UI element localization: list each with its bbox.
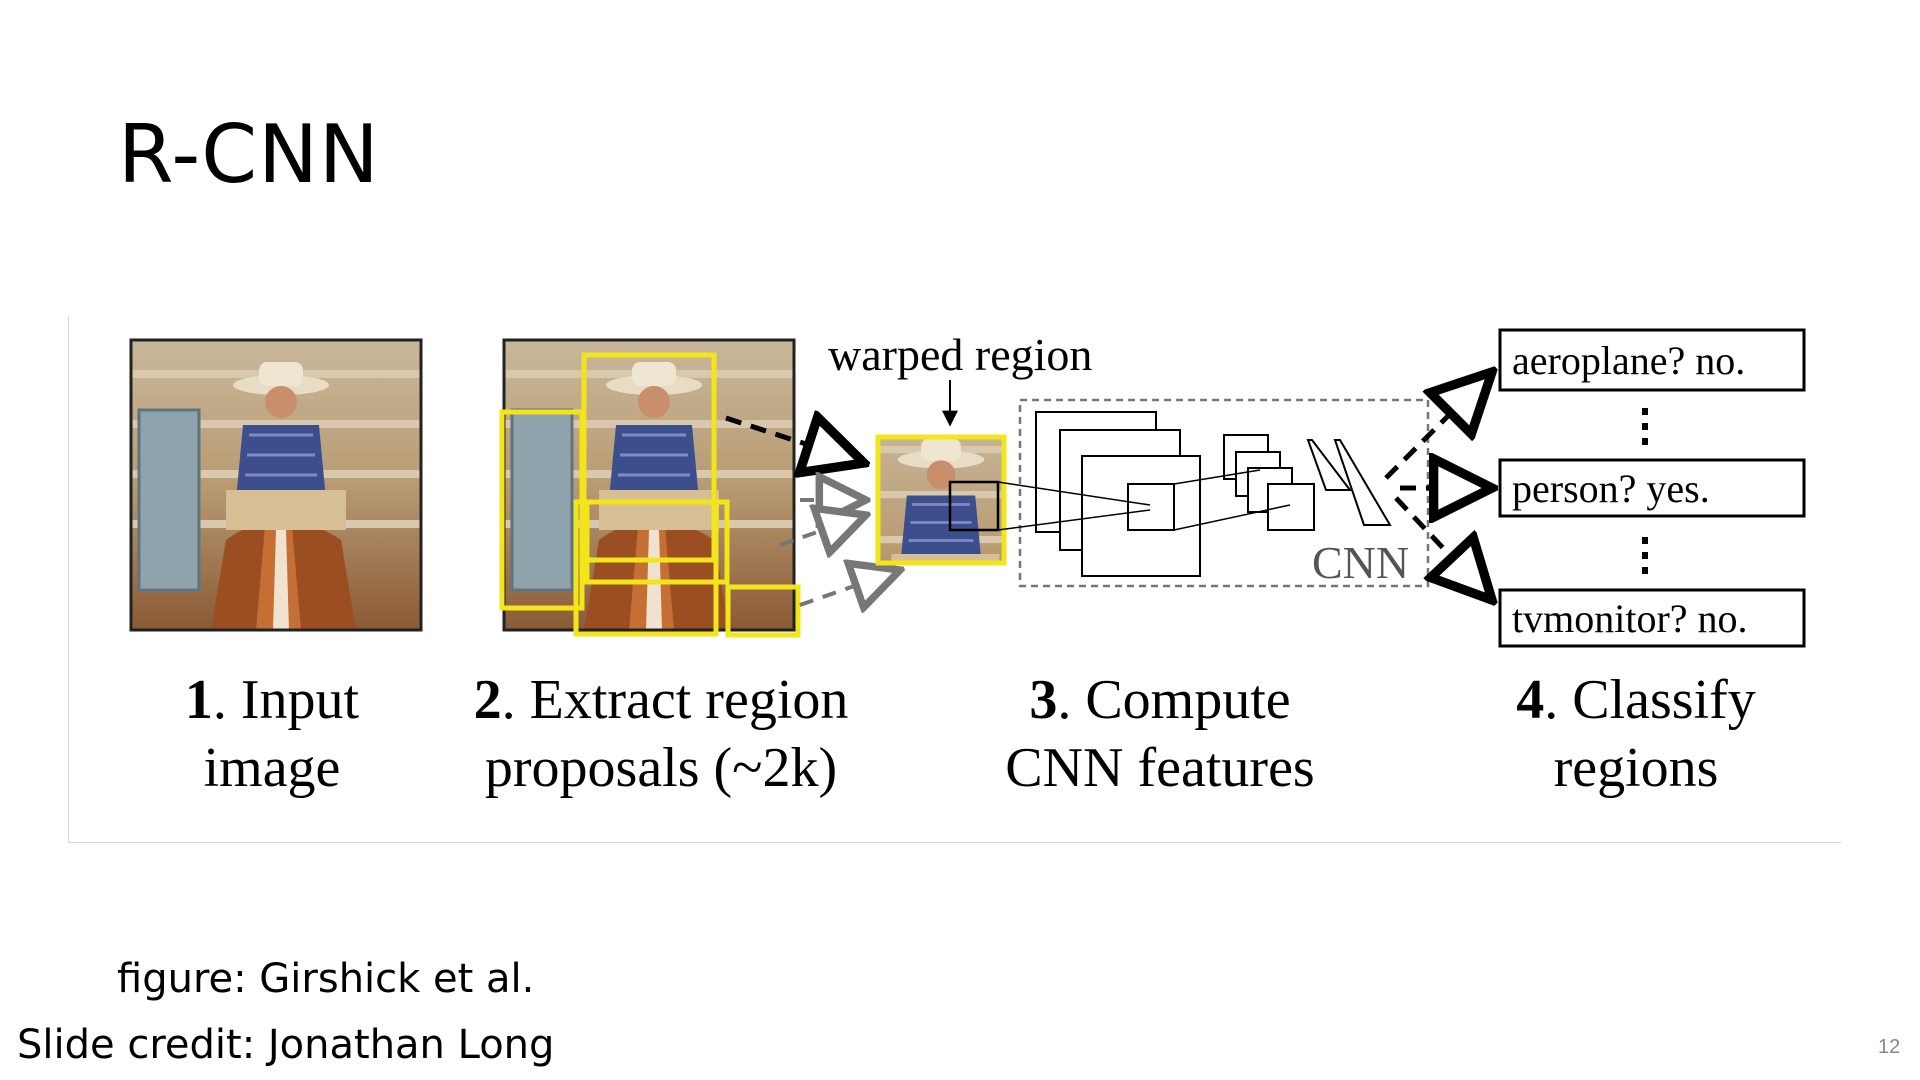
step-2-line2: proposals (~2k)	[485, 737, 837, 799]
step-2-line1: 2. Extract region	[474, 669, 849, 731]
slide-credit: Slide credit: Jonathan Long	[17, 1022, 555, 1068]
warped-region-image	[875, 434, 1007, 566]
figure-frame	[68, 316, 1841, 843]
page-number: 12	[1878, 1036, 1901, 1058]
class-label: person? yes.	[1512, 466, 1710, 511]
class-label: tvmonitor? no.	[1512, 596, 1748, 641]
vertical-ellipsis	[1642, 408, 1648, 574]
step-3-line2: CNN features	[1005, 737, 1314, 799]
class-box-tvmonitor: tvmonitor? no.	[1498, 588, 1806, 648]
step-3-line1: 3. Compute	[1029, 669, 1290, 731]
proposal-boxes	[499, 352, 801, 638]
figure-credit: figure: Girshick et al.	[117, 956, 535, 1002]
proposals-image	[499, 338, 801, 638]
step-1-line1: 1. Input	[185, 669, 360, 731]
cnn-block: CNN	[997, 398, 1430, 588]
warped-region-label: warped region	[828, 329, 1092, 380]
cnn-label: CNN	[1312, 537, 1409, 588]
class-label: aeroplane? no.	[1512, 338, 1745, 383]
class-box-aeroplane: aeroplane? no.	[1498, 328, 1806, 392]
slide-title: R-CNN	[118, 108, 380, 201]
classify-arrows	[1384, 372, 1492, 600]
step-4-line1: 4. Classify	[1516, 669, 1756, 731]
step-1-line2: image	[204, 737, 341, 799]
input-image	[129, 338, 423, 632]
class-box-person: person? yes.	[1498, 458, 1806, 518]
proposal-arrows	[725, 418, 900, 605]
step-4-line2: regions	[1554, 737, 1719, 799]
